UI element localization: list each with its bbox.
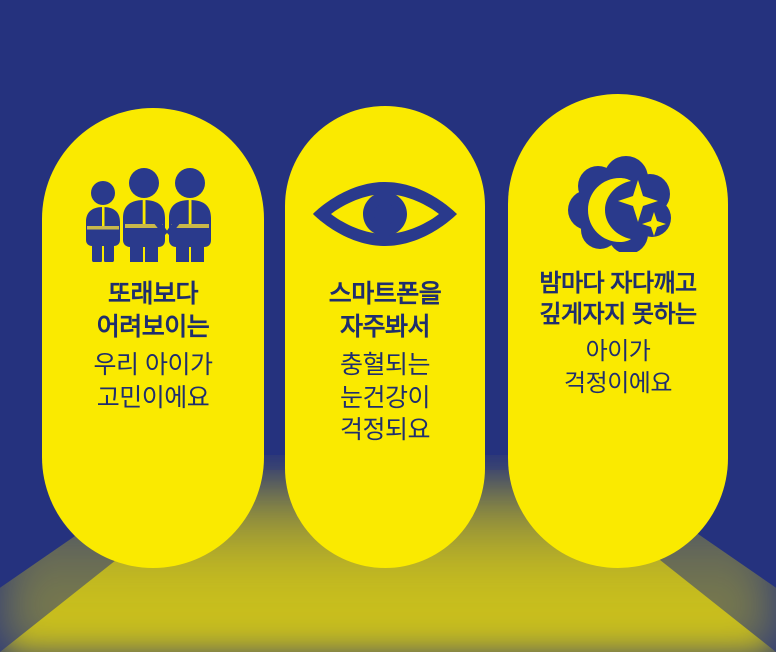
card-text: 스마트폰을 자주봐서 충혈되는 눈건강이 걱정되요: [285, 278, 485, 447]
card-icon-slot: [78, 166, 228, 262]
eye-icon: [313, 182, 457, 246]
card-headline-line: 깊게자지 못하는: [539, 301, 697, 329]
card-peer-appearance[interactable]: 또래보다 어려보이는 우리 아이가 고민이에요: [42, 108, 264, 568]
card-subline-line: 아이가: [585, 338, 651, 366]
card-icon-slot: [564, 156, 672, 252]
card-headline-line: 밤마다 자다깨고: [539, 270, 697, 297]
moon-cloud-stars-icon: [568, 156, 671, 252]
card-subline-line: 걱정되요: [339, 416, 431, 444]
card-sleep-quality[interactable]: 밤마다 자다깨고 깊게자지 못하는 아이가 걱정이에요: [508, 94, 728, 568]
card-subline-line: 눈건강이: [339, 383, 431, 412]
card-headline-line: 어려보이는: [96, 312, 210, 341]
card-subline-line: 우리 아이가: [93, 351, 213, 379]
card-icon-slot: [307, 166, 463, 262]
card-text: 밤마다 자다깨고 깊게자지 못하는 아이가 걱정이에요: [508, 268, 728, 399]
card-subline-line: 충혈되는: [339, 351, 431, 379]
card-headline-line: 또래보다: [107, 280, 199, 308]
card-headline-line: 자주봐서: [339, 312, 431, 341]
three-people-icon: [86, 168, 211, 262]
card-subline-line: 걱정이에요: [564, 369, 672, 397]
card-eye-health[interactable]: 스마트폰을 자주봐서 충혈되는 눈건강이 걱정되요: [285, 106, 485, 568]
card-subline-line: 고민이에요: [96, 383, 210, 412]
card-text: 또래보다 어려보이는 우리 아이가 고민이에요: [42, 278, 264, 414]
card-headline-line: 스마트폰을: [328, 280, 442, 308]
